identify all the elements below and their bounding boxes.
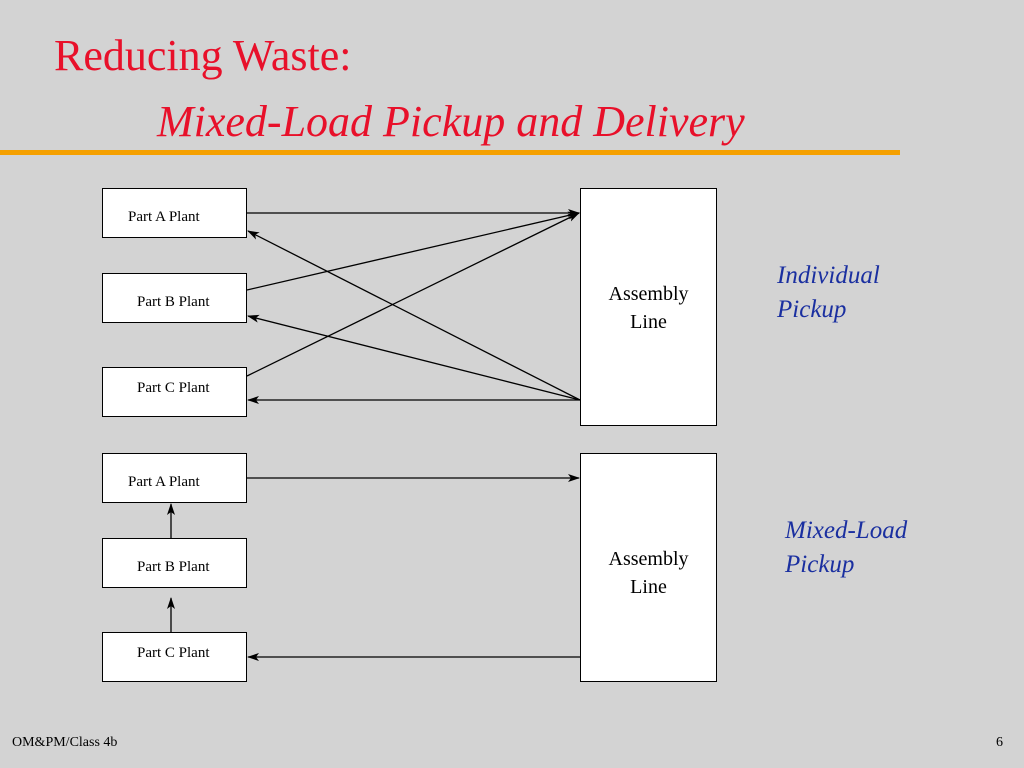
individual-assembly-line-box: Assembly Line — [580, 188, 717, 426]
individual-part-c-plant-label: Part C Plant — [137, 380, 210, 396]
individual-pickup-label-2: Pickup — [777, 296, 847, 323]
slide-title-line1: Reducing Waste: — [54, 31, 352, 80]
title-underline — [0, 150, 900, 155]
individual-pickup-label-1: Individual — [777, 262, 880, 289]
individual-part-c-plant-box: Part C Plant — [102, 367, 247, 417]
mixed-part-a-plant-box: Part A Plant — [102, 453, 247, 503]
mixed-part-b-plant-box: Part B Plant — [102, 538, 247, 588]
individual-part-a-plant-label: Part A Plant — [128, 209, 200, 225]
mixed-assembly-line-label: Assembly Line — [581, 545, 716, 601]
arrow-individual-c-to-assembly — [246, 212, 580, 377]
mixed-part-a-plant-label: Part A Plant — [128, 474, 200, 490]
mixed-load-pickup-label: Mixed-Load Pickup — [785, 514, 907, 582]
mixed-assembly-line-label-1: Assembly — [608, 548, 689, 570]
individual-part-a-plant-box: Part A Plant — [102, 188, 247, 238]
mixed-load-pickup-label-1: Mixed-Load — [785, 517, 908, 544]
individual-part-b-plant-label: Part B Plant — [137, 294, 210, 310]
mixed-load-pickup-label-2: Pickup — [785, 551, 855, 578]
mixed-part-c-plant-box: Part C Plant — [102, 632, 247, 682]
mixed-part-c-plant-label: Part C Plant — [137, 645, 210, 661]
individual-assembly-line-label: Assembly Line — [581, 280, 716, 336]
mixed-assembly-line-label-2: Line — [630, 576, 667, 598]
slide-title-line2: Mixed-Load Pickup and Delivery — [157, 97, 745, 146]
arrow-individual-assembly-to-b — [247, 314, 581, 401]
individual-assembly-line-label-2: Line — [630, 311, 667, 333]
footer-page-number: 6 — [996, 735, 1003, 750]
individual-part-b-plant-box: Part B Plant — [102, 273, 247, 323]
individual-pickup-label: Individual Pickup — [777, 259, 880, 327]
footer-course-label: OM&PM/Class 4b — [12, 735, 118, 750]
mixed-assembly-line-box: Assembly Line — [580, 453, 717, 682]
mixed-part-b-plant-label: Part B Plant — [137, 559, 210, 575]
arrow-individual-b-to-assembly — [246, 211, 580, 291]
individual-assembly-line-label-1: Assembly — [608, 283, 689, 305]
arrow-individual-assembly-to-a — [247, 230, 581, 401]
